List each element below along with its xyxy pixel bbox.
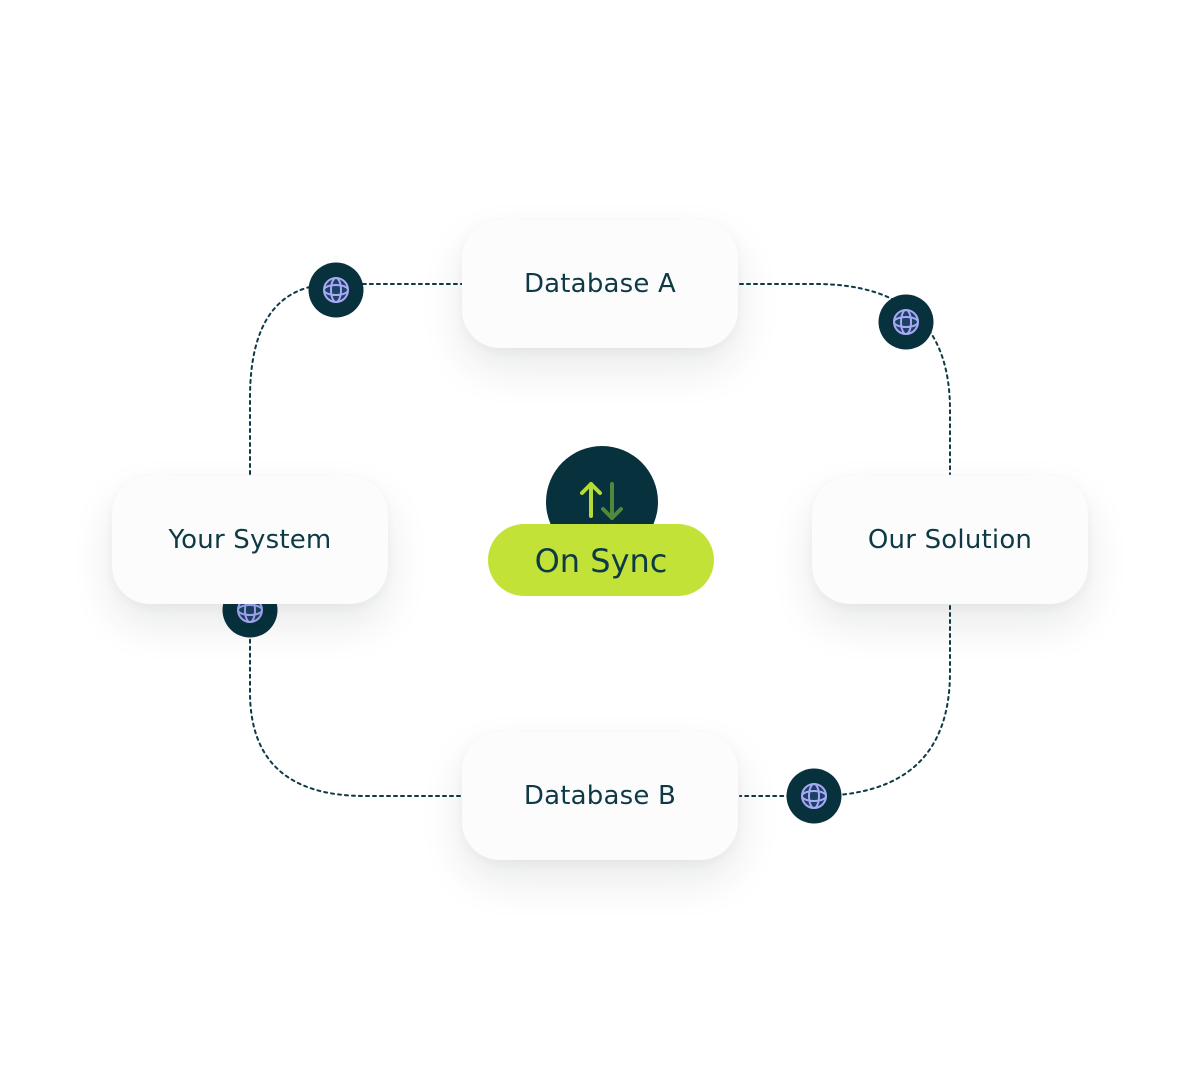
connector-database-b-to-your-system	[249, 605, 461, 797]
globe-icon	[877, 293, 935, 351]
node-label-our-solution: Our Solution	[867, 525, 1033, 555]
on-sync-badge: On Sync	[488, 524, 714, 596]
node-database-a: Database A	[462, 220, 738, 348]
connector-our-solution-to-database-b	[739, 605, 951, 797]
on-sync-label: On Sync	[534, 542, 668, 580]
node-label-database-b: Database B	[523, 781, 677, 811]
globe-icon	[307, 261, 365, 319]
node-label-database-a: Database A	[523, 269, 677, 299]
node-our-solution: Our Solution	[812, 476, 1088, 604]
node-label-your-system: Your System	[168, 525, 332, 555]
connector-your-system-to-database-a	[249, 283, 463, 475]
globe-icon	[785, 767, 843, 825]
sync-arrows-icon	[580, 482, 623, 520]
node-your-system: Your System	[112, 476, 388, 604]
node-database-b: Database B	[462, 732, 738, 860]
